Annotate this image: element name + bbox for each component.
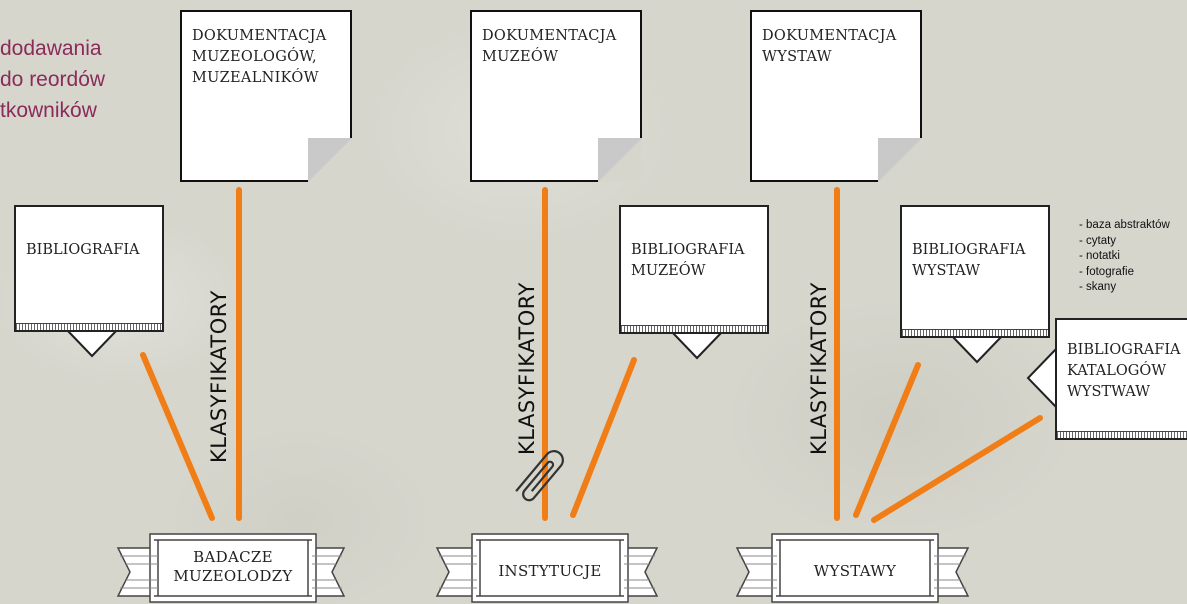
bib-tail-1 (66, 329, 118, 358)
doc-wystaw: DOKUMENTACJA WYSTAW (750, 10, 922, 182)
intro-line: dodawania (0, 37, 102, 60)
bib-line: BIBLIOGRAFIA (912, 242, 1026, 258)
bib-tail-2 (671, 331, 723, 360)
connector-bib-wystaw (853, 362, 921, 518)
hatch-strip (902, 329, 1048, 336)
notes-item: - fotografie (1079, 265, 1134, 278)
bib-line: WYSTAW (912, 263, 981, 279)
intro-line: tkowników (0, 99, 97, 122)
intro-text: dodawania do reordów tkowników (0, 33, 105, 126)
bib-line: WYSTWAW (1067, 384, 1151, 400)
bib-line: KATALOGÓW (1067, 363, 1167, 379)
banner-line: INSTYTUCJE (498, 562, 602, 580)
intro-line: do reordów (0, 68, 106, 91)
bib-line: BIBLIOGRAFIA (631, 242, 745, 258)
notes-item: - skany (1079, 281, 1117, 293)
klasyfikatory-label-2: KLASYFIKATORY (515, 282, 539, 455)
connector-bib-muzeow (570, 357, 637, 518)
hatch-strip (1057, 431, 1187, 438)
klasyfikatory-label-1: KLASYFIKATORY (207, 290, 231, 463)
banner-line: BADACZE (193, 548, 273, 566)
doc-muzeow: DOKUMENTACJA MUZEÓW (470, 10, 642, 182)
banner-badacze: BADACZE MUZEOLODZY (158, 548, 308, 586)
banner-shapes (116, 533, 970, 603)
bib-line: MUZEÓW (631, 263, 706, 279)
doc-line: DOKUMENTACJA (762, 28, 897, 44)
doc-line: MUZEÓW (482, 49, 559, 65)
banner-line: WYSTAWY (813, 562, 897, 580)
connector-bibliografia (140, 352, 215, 521)
doc-line: DOKUMENTACJA (482, 28, 617, 44)
hatch-strip (621, 325, 767, 332)
notes-item: - notatki (1079, 250, 1120, 262)
notes-item: - baza abstraktów (1079, 219, 1170, 231)
bib-line: BIBLIOGRAFIA (26, 242, 140, 258)
banner-instytucje: INSTYTUCJE (480, 562, 620, 581)
banner-line: MUZEOLODZY (173, 567, 293, 585)
page-curl-icon (308, 138, 352, 182)
bib-line: BIBLIOGRAFIA (1067, 342, 1181, 358)
bib-wystaw: BIBLIOGRAFIA WYSTAW (900, 205, 1050, 338)
doc-line: MUZEOLOGÓW, (192, 49, 317, 65)
bib-bibliografia: BIBLIOGRAFIA (14, 205, 164, 332)
doc-line: WYSTAW (762, 49, 832, 65)
bib-tail-3 (951, 335, 1003, 364)
doc-line: MUZEALNIKÓW (192, 70, 319, 86)
page-curl-icon (878, 138, 922, 182)
bib-katalogow: BIBLIOGRAFIA KATALOGÓW WYSTWAW (1055, 318, 1187, 440)
klasyfikatory-label-3: KLASYFIKATORY (807, 282, 831, 455)
doc-muzeologow: DOKUMENTACJA MUZEOLOGÓW, MUZEALNIKÓW (180, 10, 352, 182)
doc-line: DOKUMENTACJA (192, 28, 327, 44)
bib-tail-4 (1026, 347, 1058, 409)
bib-muzeow: BIBLIOGRAFIA MUZEÓW (619, 205, 769, 334)
notes-list: - baza abstraktów - cytaty - notatki - f… (1079, 218, 1170, 296)
page-curl-icon (598, 138, 642, 182)
banner-wystawy: WYSTAWY (780, 562, 930, 581)
hatch-strip (16, 323, 162, 330)
connector-bib-katalogow (871, 415, 1043, 523)
notes-item: - cytaty (1079, 234, 1117, 247)
paperclip-icon (515, 450, 564, 502)
